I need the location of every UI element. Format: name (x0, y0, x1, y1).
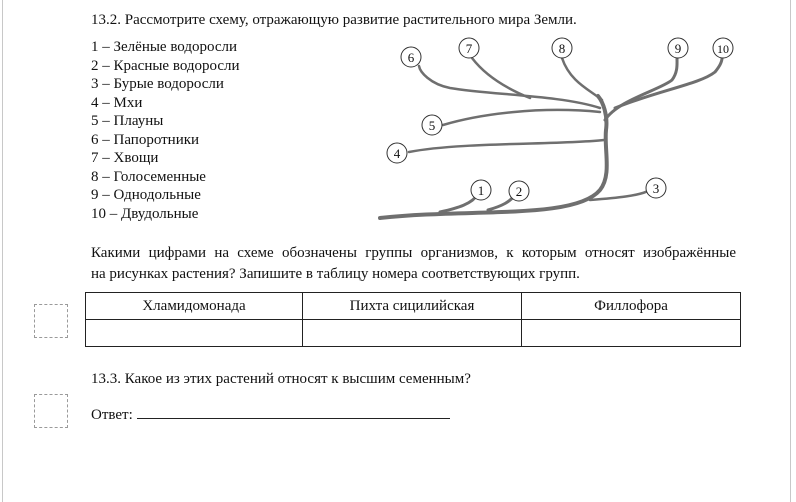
tree-legend: 1 – Зелёные водоросли 2 – Красные водоро… (91, 38, 240, 223)
tree-node-label-5: 5 (429, 118, 436, 133)
evolution-tree-diagram: 1 2 3 4 5 6 7 8 9 10 (378, 37, 734, 220)
prompt-line-1: Какими цифрами на схеме обозначены групп… (91, 245, 736, 261)
legend-item: 4 – Мхи (91, 94, 143, 111)
tree-node-label-3: 3 (653, 181, 660, 196)
answer-table: Хламидомонада Пихта сицилийская Филлофор… (85, 292, 741, 347)
prompt-line-2: на рисунках растения? Запишите в таблицу… (91, 266, 580, 282)
tree-node-label-10: 10 (717, 42, 729, 56)
tree-branch-6 (417, 64, 602, 110)
tree-node-label-2: 2 (516, 184, 523, 199)
answer-box-13-2[interactable] (34, 304, 68, 338)
answer-box-13-3[interactable] (34, 394, 68, 428)
tree-branch-9 (603, 56, 679, 122)
legend-item: 2 – Красные водоросли (91, 57, 240, 74)
legend-item: 1 – Зелёные водоросли (91, 39, 238, 55)
tree-branch-8 (560, 56, 604, 102)
tree-node-3 (645, 177, 667, 199)
tree-node-label-6: 6 (408, 50, 415, 65)
page-border-right (790, 0, 791, 502)
tree-node-label-7: 7 (466, 41, 473, 56)
table-header-phyllophora: Филлофора (521, 292, 741, 320)
tree-node-4 (386, 142, 408, 164)
question-13-3-title: 13.3. Какое из этих растений относят к в… (91, 371, 471, 387)
answer-field[interactable] (136, 404, 450, 419)
tree-node-label-9: 9 (675, 41, 682, 56)
legend-item: 3 – Бурые водоросли (91, 76, 224, 92)
answer-cell-chlamydomonas[interactable] (85, 319, 303, 347)
tree-node-label-4: 4 (394, 146, 401, 161)
page-border-left (2, 0, 3, 502)
legend-item: 6 – Папоротники (91, 131, 200, 148)
table-header-sicilian-fir: Пихта сицилийская (302, 292, 522, 320)
tree-branch-7 (470, 56, 532, 100)
tree-node-9 (667, 37, 689, 59)
tree-node-5 (421, 114, 443, 136)
legend-item: 8 – Голосеменные (91, 168, 206, 185)
legend-item: 9 – Однодольные (91, 187, 201, 203)
tree-node-7 (458, 37, 480, 59)
answer-cell-sicilian-fir[interactable] (302, 319, 522, 347)
tree-node-8 (551, 37, 573, 59)
tree-node-10 (712, 37, 734, 59)
tree-node-1 (470, 179, 492, 201)
legend-item: 7 – Хвощи (91, 150, 159, 166)
tree-branch-10 (613, 56, 724, 110)
tree-branch-1 (438, 192, 480, 214)
tree-node-6 (400, 46, 422, 68)
answer-label: Ответ: (91, 407, 133, 423)
tree-branch-5 (441, 108, 602, 127)
legend-item: 10 – Двудольные (91, 205, 199, 222)
tree-branch-4 (407, 138, 606, 154)
legend-item: 5 – Плауны (91, 113, 164, 129)
answer-table-input-row (85, 319, 741, 347)
answer-cell-phyllophora[interactable] (521, 319, 741, 347)
answer-line-13-3: Ответ: (91, 404, 450, 424)
tree-node-2 (508, 180, 530, 202)
answer-table-header-row: Хламидомонада Пихта сицилийская Филлофор… (85, 292, 741, 320)
table-header-chlamydomonas: Хламидомонада (85, 292, 303, 320)
question-13-2-title: 13.2. Рассмотрите схему, отражающую разв… (91, 12, 577, 28)
tree-node-label-1: 1 (478, 183, 485, 198)
question-13-2-prompt: Какими цифрами на схеме обозначены групп… (91, 243, 736, 285)
tree-node-label-8: 8 (559, 41, 566, 56)
